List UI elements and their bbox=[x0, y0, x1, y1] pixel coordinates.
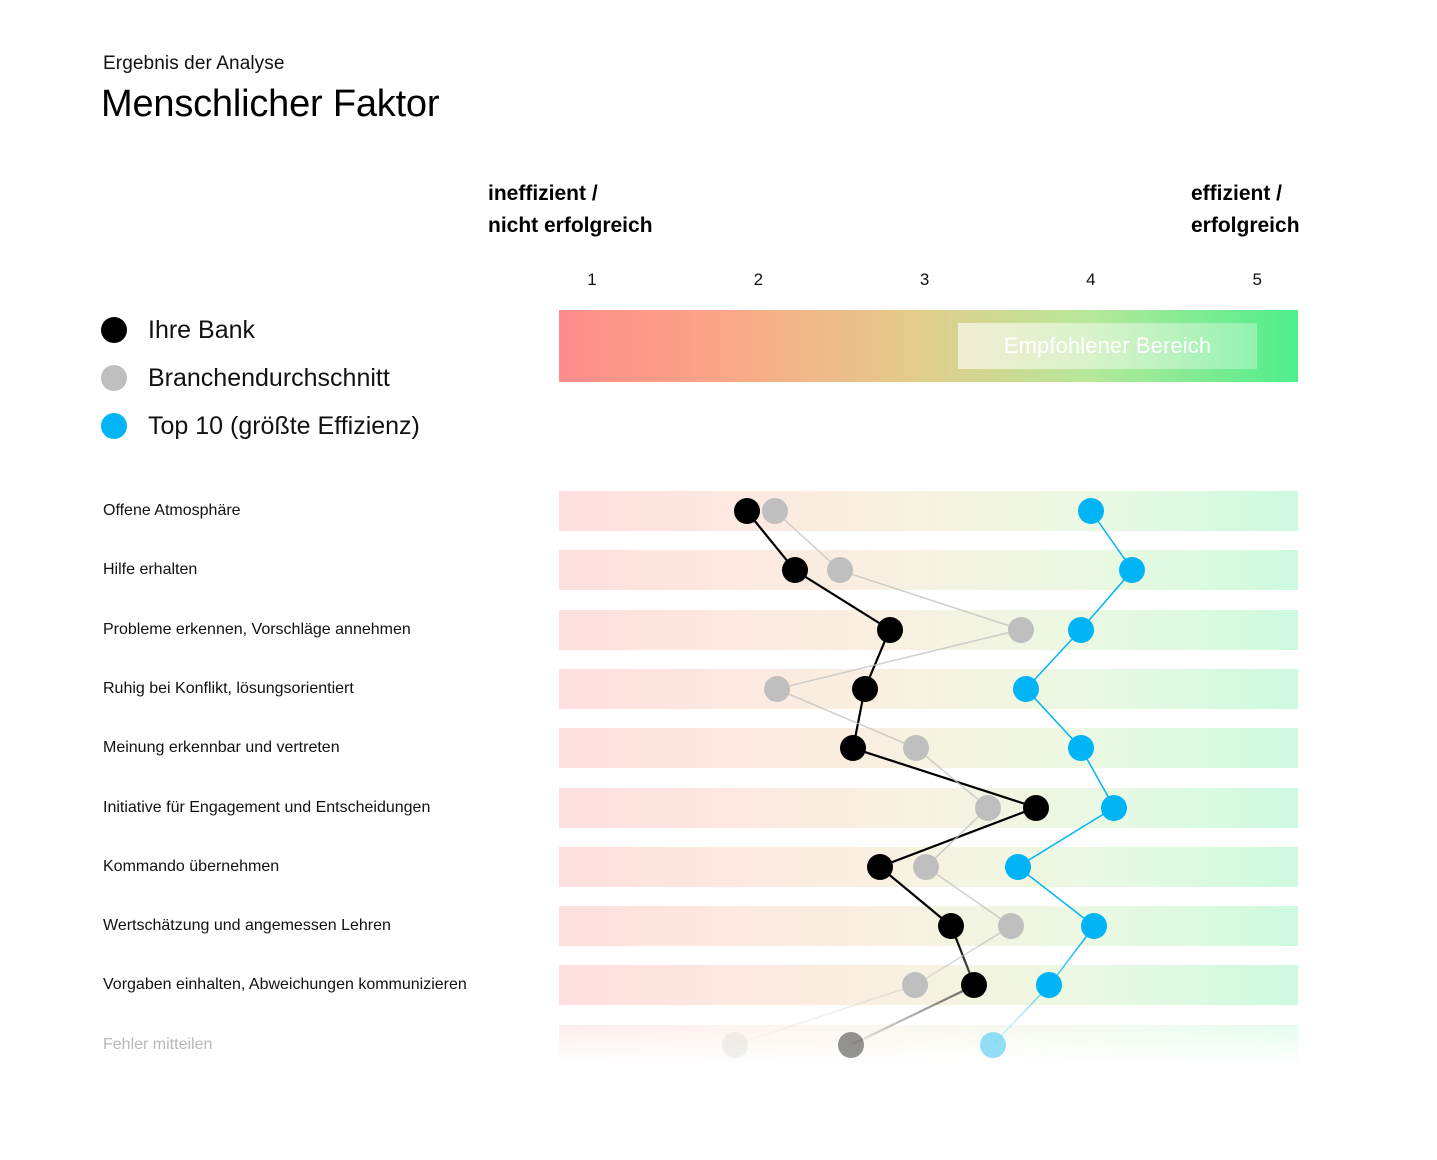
data-point[interactable] bbox=[1119, 557, 1146, 584]
data-point[interactable] bbox=[733, 498, 760, 524]
data-point[interactable] bbox=[1008, 616, 1035, 643]
legend-swatch-branchendurchschnitt-icon bbox=[101, 365, 127, 391]
data-point[interactable] bbox=[1077, 498, 1104, 524]
row-band bbox=[559, 491, 1298, 531]
scale-caption-left: ineffizient / nicht erfolgreich bbox=[488, 178, 653, 242]
data-point[interactable] bbox=[866, 853, 893, 880]
row-band bbox=[559, 965, 1298, 1006]
data-point[interactable] bbox=[1081, 913, 1108, 940]
data-point[interactable] bbox=[998, 913, 1025, 940]
data-point[interactable] bbox=[851, 675, 878, 702]
row-label: Kommando übernehmen bbox=[103, 857, 280, 875]
legend-item-ihre_bank[interactable]: Ihre Bank bbox=[101, 306, 420, 354]
row-band bbox=[559, 906, 1298, 947]
legend-label: Top 10 (größte Effizienz) bbox=[148, 411, 420, 440]
scale-caption-right: effizient / erfolgreich bbox=[1191, 178, 1300, 242]
row-label: Ruhig bei Konflikt, lösungsorientiert bbox=[103, 679, 354, 697]
data-point[interactable] bbox=[761, 498, 788, 524]
legend-item-top10[interactable]: Top 10 (größte Effizienz) bbox=[101, 402, 420, 450]
scale-caption-left-line2: nicht erfolgreich bbox=[488, 213, 653, 237]
x-tick-2: 2 bbox=[753, 270, 764, 289]
scale-caption-right-line2: erfolgreich bbox=[1191, 213, 1300, 237]
recommended-range-band: Empfohlener Bereich bbox=[957, 323, 1258, 369]
data-point[interactable] bbox=[1036, 972, 1063, 999]
data-point[interactable] bbox=[1067, 616, 1094, 643]
data-point[interactable] bbox=[1013, 675, 1040, 702]
x-tick-5: 5 bbox=[1252, 270, 1262, 289]
x-tick-3: 3 bbox=[919, 270, 930, 289]
row-label: Probleme erkennen, Vorschläge annehmen bbox=[103, 620, 411, 638]
row-label: Fehler mitteilen bbox=[103, 1035, 213, 1053]
row-label: Initiative für Engagement und Entscheidu… bbox=[103, 798, 431, 816]
x-axis-ticks: 1 2 3 4 5 bbox=[0, 270, 1437, 294]
row-label: Offene Atmosphäre bbox=[103, 502, 241, 519]
legend-label: Ihre Bank bbox=[148, 315, 256, 344]
row-band bbox=[559, 668, 1298, 709]
data-point[interactable] bbox=[1067, 735, 1094, 762]
page-title: Menschlicher Faktor bbox=[101, 83, 440, 125]
data-point[interactable] bbox=[1101, 794, 1128, 821]
row-band bbox=[559, 787, 1298, 828]
row-label: Vorgaben einhalten, Abweichungen kommuni… bbox=[103, 976, 467, 994]
data-point[interactable] bbox=[722, 1031, 749, 1058]
legend-item-branchendurchschnitt[interactable]: Branchendurchschnitt bbox=[101, 354, 420, 402]
row-band bbox=[559, 609, 1298, 650]
x-tick-4: 4 bbox=[1086, 270, 1096, 289]
page-kicker: Ergebnis der Analyse bbox=[103, 53, 285, 74]
legend-label: Branchendurchschnitt bbox=[148, 363, 390, 392]
row-band bbox=[559, 550, 1298, 591]
data-point[interactable] bbox=[1023, 794, 1050, 821]
data-point[interactable] bbox=[974, 794, 1001, 821]
row-label: Wertschätzung und angemessen Lehren bbox=[103, 917, 391, 935]
data-point[interactable] bbox=[979, 1031, 1006, 1058]
data-point[interactable] bbox=[763, 675, 790, 702]
data-point[interactable] bbox=[840, 735, 867, 762]
data-point[interactable] bbox=[838, 1031, 865, 1058]
recommended-range-label: Empfohlener Bereich bbox=[1003, 333, 1212, 358]
data-point[interactable] bbox=[938, 913, 965, 940]
data-point[interactable] bbox=[1004, 853, 1031, 880]
data-point[interactable] bbox=[961, 972, 988, 999]
data-point[interactable] bbox=[781, 557, 808, 584]
data-point[interactable] bbox=[876, 616, 903, 643]
data-point[interactable] bbox=[826, 557, 853, 584]
scale-caption-right-line1: effizient / bbox=[1191, 182, 1283, 205]
data-point[interactable] bbox=[913, 853, 940, 880]
data-point[interactable] bbox=[903, 735, 930, 762]
legend-swatch-ihre_bank-icon bbox=[101, 317, 127, 343]
x-tick-1: 1 bbox=[587, 270, 597, 289]
data-point[interactable] bbox=[901, 972, 928, 999]
row-label: Hilfe erhalten bbox=[103, 561, 198, 579]
scale-caption-left-line1: ineffizient / bbox=[488, 182, 598, 205]
row-label: Meinung erkennbar und vertreten bbox=[103, 739, 340, 757]
row-band bbox=[559, 1024, 1298, 1065]
legend-swatch-top10-icon bbox=[101, 413, 127, 439]
